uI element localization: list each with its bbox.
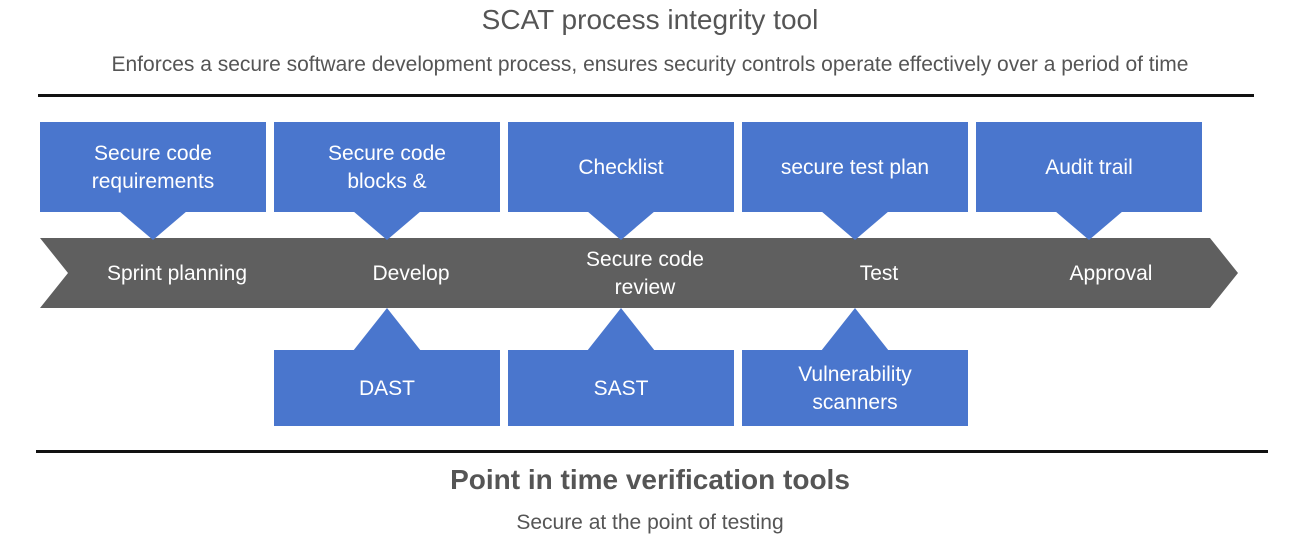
stage-chevron (40, 238, 306, 308)
top-control-boxes: Secure code requirements Secure code blocks… (40, 122, 1202, 240)
stage-label: Secure code (586, 248, 704, 271)
stage-label: Test (860, 262, 899, 285)
control-label: Secure code (94, 142, 212, 165)
control-box (274, 122, 500, 212)
top-divider (38, 94, 1254, 97)
tool-label: SAST (594, 377, 649, 400)
page-title: SCAT process integrity tool (481, 4, 819, 35)
stage-label: review (615, 276, 677, 299)
control-box (742, 122, 968, 212)
up-arrow-icon (353, 308, 421, 351)
up-arrow-icon (587, 308, 655, 351)
stage-chevron (274, 238, 540, 308)
tool-box (274, 350, 500, 426)
stage-chevron (976, 238, 1238, 308)
control-label: Audit trail (1045, 156, 1133, 179)
control-label: blocks & (347, 170, 426, 193)
footer-subtitle: Secure at the point of testing (516, 511, 784, 534)
stage-label: Sprint planning (107, 262, 247, 285)
down-arrow-icon (587, 211, 655, 240)
control-label: Secure code (328, 142, 446, 165)
control-label: Checklist (578, 156, 663, 179)
up-arrow-icon (821, 308, 889, 351)
tool-label: DAST (359, 377, 415, 400)
bottom-tool-boxes: DAST SAST Vulnerability scanners (274, 308, 968, 426)
bottom-divider (36, 450, 1268, 453)
down-arrow-icon (119, 211, 187, 240)
stage-chevron (742, 238, 1008, 308)
tool-box (742, 350, 968, 426)
down-arrow-icon (821, 211, 889, 240)
page-subtitle: Enforces a secure software development p… (111, 53, 1189, 76)
control-box (976, 122, 1202, 212)
tool-label: Vulnerability (798, 363, 912, 386)
control-label: secure test plan (781, 156, 929, 179)
stage-label: Develop (372, 262, 449, 285)
down-arrow-icon (353, 211, 421, 240)
stage-label: Approval (1070, 262, 1153, 285)
tool-label: scanners (812, 391, 897, 414)
stage-chevron (508, 238, 774, 308)
stage-chevrons: Sprint planning Develop Secure code review T… (40, 238, 1238, 308)
control-box (508, 122, 734, 212)
control-label: requirements (92, 170, 215, 193)
control-box (40, 122, 266, 212)
down-arrow-icon (1055, 211, 1123, 240)
tool-box (508, 350, 734, 426)
footer-title: Point in time verification tools (450, 464, 850, 495)
